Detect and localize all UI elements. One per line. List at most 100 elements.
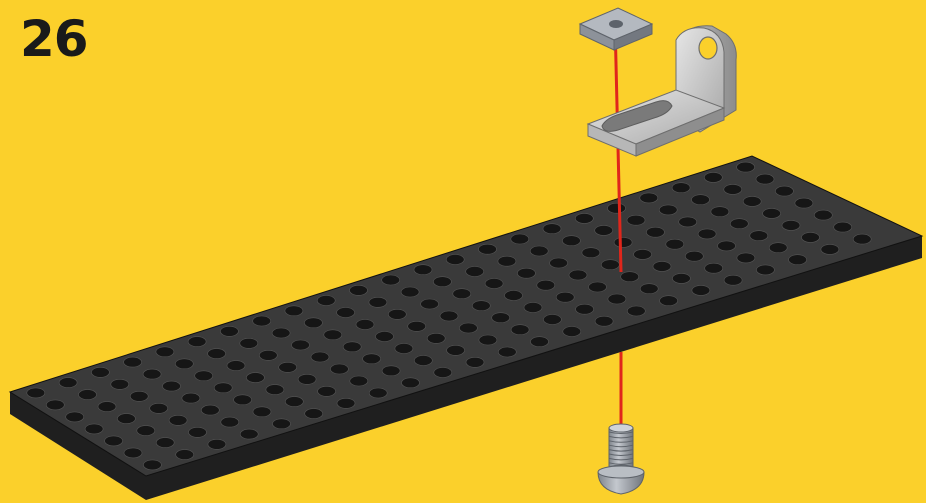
plate-hole [543, 224, 561, 234]
plate-hole [163, 381, 181, 391]
plate-hole [627, 215, 645, 225]
plate-hole [382, 275, 400, 285]
screw-icon [598, 424, 644, 494]
plate-hole [240, 338, 258, 348]
plate-hole [143, 369, 161, 379]
plate-hole [343, 342, 361, 352]
plate-hole [466, 357, 484, 367]
plate-hole [130, 391, 148, 401]
plate-hole [156, 438, 174, 448]
plate-hole [388, 309, 406, 319]
plate-hole [685, 251, 703, 261]
plate-hole [337, 308, 355, 318]
plate-hole [459, 323, 477, 333]
plate-hole [531, 337, 549, 347]
plate-hole [666, 239, 684, 249]
plate-hole [305, 409, 323, 419]
plate-hole [782, 220, 800, 230]
plate-hole [318, 386, 336, 396]
plate-hole [563, 327, 581, 337]
plate-hole [137, 426, 155, 436]
plate-hole [350, 285, 368, 295]
plate-hole [382, 366, 400, 376]
plate-hole [485, 279, 503, 289]
plate-hole [285, 306, 303, 316]
plate-hole [802, 232, 820, 242]
plate-hole [789, 255, 807, 265]
plate-hole [646, 227, 664, 237]
plate-hole [363, 354, 381, 364]
plate-hole [479, 335, 497, 345]
plate-hole [608, 294, 626, 304]
plate-hole [692, 285, 710, 295]
plate-hole [143, 460, 161, 470]
plate-hole [395, 344, 413, 354]
plate-hole [530, 246, 548, 256]
plate-hole [640, 284, 658, 294]
plate-hole [608, 203, 626, 213]
plate-hole [253, 316, 271, 326]
plate-hole [414, 356, 432, 366]
plate-hole [227, 361, 245, 371]
plate-hole [582, 248, 600, 258]
plate-hole [556, 292, 574, 302]
plate-hole [692, 195, 710, 205]
plate-hole [814, 210, 832, 220]
plate-hole [285, 397, 303, 407]
plate-hole [408, 321, 426, 331]
plate-hole [220, 326, 238, 336]
plate-hole [447, 345, 465, 355]
plate-hole [672, 273, 690, 283]
plate-hole [446, 255, 464, 265]
plate-hole [169, 415, 187, 425]
plate-hole [543, 315, 561, 325]
plate-hole [369, 297, 387, 307]
plate-hole [614, 237, 632, 247]
plate-hole [479, 244, 497, 254]
plate-hole [124, 448, 142, 458]
plate-hole [208, 439, 226, 449]
plate-hole [85, 424, 103, 434]
plate-hole [498, 256, 516, 266]
plate-hole [498, 347, 516, 357]
plate-hole [150, 403, 168, 413]
plate-hole [505, 291, 523, 301]
plate-hole [659, 205, 677, 215]
plate-hole [750, 231, 768, 241]
plate-hole [550, 258, 568, 268]
plate-hole [189, 427, 207, 437]
plate-hole [350, 376, 368, 386]
plate-hole [576, 304, 594, 314]
plate-hole [214, 383, 232, 393]
plate-hole [259, 350, 277, 360]
plate-hole [188, 337, 206, 347]
plate-hole [821, 244, 839, 254]
plate-hole [105, 436, 123, 446]
plate-hole [46, 400, 64, 410]
plate-hole [376, 332, 394, 342]
plate-hole [234, 395, 252, 405]
plate-hole [440, 311, 458, 321]
plate-hole [621, 272, 639, 282]
plate-hole [246, 373, 264, 383]
plate-hole [298, 374, 316, 384]
plate-hole [240, 429, 258, 439]
plate-hole [718, 241, 736, 251]
plate-hole [634, 249, 652, 259]
plate-hole [705, 263, 723, 273]
plate-hole [124, 357, 142, 367]
plate-hole [311, 352, 329, 362]
plate-hole [201, 405, 219, 415]
plate-hole [433, 277, 451, 287]
plate-hole [208, 349, 226, 359]
plate-hole [266, 385, 284, 395]
plate-hole [517, 268, 535, 278]
plate-hole [492, 313, 510, 323]
plate-hole [795, 198, 813, 208]
plate-hole [414, 265, 432, 275]
plate-hole [27, 388, 45, 398]
plate-hole [743, 196, 761, 206]
plate-hole [775, 186, 793, 196]
plate-hole [569, 270, 587, 280]
